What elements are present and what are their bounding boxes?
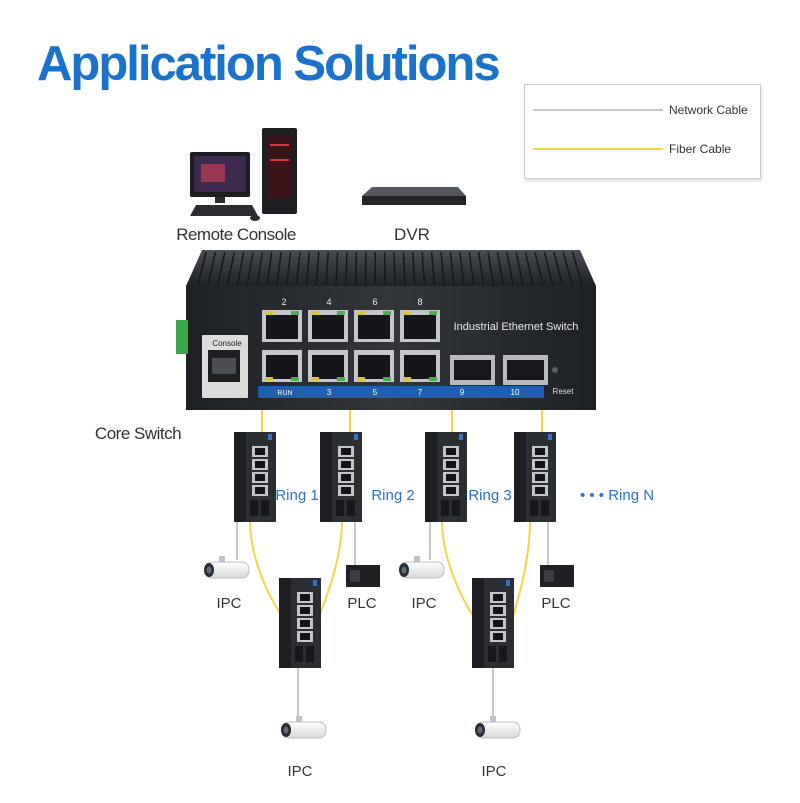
ring-switch-icon — [425, 432, 467, 522]
ring-label-1: Ring 1 — [275, 487, 318, 504]
ring-switch-icon — [514, 432, 556, 522]
rj45-port-icon — [354, 350, 394, 382]
dvr-icon — [362, 187, 466, 205]
core-switch-icon — [176, 250, 596, 410]
plc-label: PLC — [347, 595, 376, 612]
ring-switch-icon — [234, 432, 276, 522]
ipc-label: IPC — [216, 595, 241, 612]
port-number-6: 6 — [372, 297, 377, 307]
port-number-7: 7 — [418, 388, 423, 397]
ipc-label: IPC — [481, 763, 506, 780]
run-label: RUN — [277, 390, 292, 397]
plc-icon — [346, 565, 380, 587]
port-number-4: 4 — [326, 297, 331, 307]
port-number-2: 2 — [281, 297, 286, 307]
core-switch-label: Core Switch — [95, 424, 181, 443]
ring-label-2: Ring 2 — [371, 487, 414, 504]
rj45-port-icon — [262, 350, 302, 382]
ring-label-n: • • • Ring N — [580, 487, 654, 504]
ipc-label: IPC — [287, 763, 312, 780]
legend-item-fiber-cable: Fiber Cable — [533, 142, 731, 156]
dvr-label: DVR — [394, 225, 430, 244]
p2-label: P2 — [226, 390, 234, 396]
rj45-port-icon — [308, 350, 348, 382]
port-number-3: 3 — [327, 388, 332, 397]
port-number-9: 9 — [460, 388, 465, 397]
console-port-label: Console — [212, 339, 242, 348]
remote-console-label: Remote Console — [176, 225, 296, 244]
ring-switch-icon — [472, 578, 514, 668]
network-cable-swatch — [533, 109, 663, 111]
legend-item-network-cable: Network Cable — [533, 103, 748, 117]
legend-label-network: Network Cable — [669, 103, 748, 117]
rj45-port-icon — [400, 310, 440, 342]
port-number-5: 5 — [373, 388, 378, 397]
page-title: Application Solutions — [37, 37, 501, 91]
ring-switch-icon — [320, 432, 362, 522]
port-number-10: 10 — [511, 388, 520, 397]
plc-label: PLC — [541, 595, 570, 612]
switch-name-label: Industrial Ethernet Switch — [454, 321, 579, 333]
fiber-cable-swatch — [533, 148, 663, 150]
p1-label: P1 — [211, 390, 219, 396]
reset-label: Reset — [553, 387, 575, 396]
rj45-port-icon — [262, 310, 302, 342]
network-cables — [236, 520, 549, 722]
ip-camera-icon — [204, 556, 250, 579]
plc-icon — [540, 565, 574, 587]
rj45-port-icon — [308, 310, 348, 342]
ring-switch-icon — [279, 578, 321, 668]
ipc-label: IPC — [411, 595, 436, 612]
legend-label-fiber: Fiber Cable — [669, 142, 732, 156]
remote-console-icon — [190, 128, 297, 221]
ring-label-3: Ring 3 — [468, 487, 511, 504]
ip-camera-icon — [281, 716, 327, 739]
legend: Network Cable Fiber Cable — [524, 84, 761, 179]
ip-camera-icon — [475, 716, 521, 739]
ip-camera-icon — [399, 556, 445, 579]
rj45-port-icon — [354, 310, 394, 342]
rj45-port-icon — [400, 350, 440, 382]
port-number-8: 8 — [417, 297, 422, 307]
